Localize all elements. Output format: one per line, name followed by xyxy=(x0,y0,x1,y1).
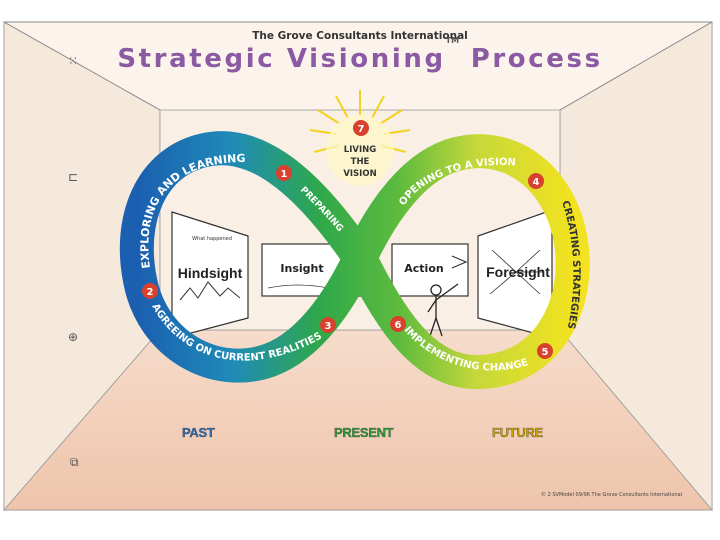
stage-marker-4: 4 xyxy=(528,173,544,189)
stage-number-7: 7 xyxy=(358,124,365,135)
action-label: Action xyxy=(404,262,443,275)
era-past: PAST xyxy=(182,425,215,440)
insight-label: Insight xyxy=(280,262,323,275)
stage-number-6: 6 xyxy=(395,320,402,331)
era-future: FUTURE xyxy=(492,425,543,440)
stage-marker-7: 7 xyxy=(353,120,369,136)
stage-number-5: 5 xyxy=(542,347,549,358)
stage-5-label: CREATING STRATEGIES xyxy=(559,199,581,329)
foresight-label: Foresight xyxy=(486,264,550,280)
stage-marker-3: 3 xyxy=(320,317,336,333)
era-present: PRESENT xyxy=(334,425,393,440)
stage-marker-1: 1 xyxy=(276,165,292,181)
svg-text:AGREEING ON CURRENT REALITIES: AGREEING ON CURRENT REALITIES xyxy=(149,302,323,364)
living-line-1: LIVING xyxy=(344,145,376,155)
stage-3-label: AGREEING ON CURRENT REALITIES xyxy=(149,302,323,364)
stage-marker-2: 2 xyxy=(142,283,158,299)
stage-number-4: 4 xyxy=(533,177,540,188)
stage-number-3: 3 xyxy=(325,321,332,332)
svg-text:OPENING TO A VISION: OPENING TO A VISION xyxy=(397,157,516,208)
copyright-note: © 2 SVModel 09/96 The Grove Consultants … xyxy=(541,492,682,498)
stage-number-2: 2 xyxy=(147,287,154,298)
stage-1-label: PREPARING xyxy=(298,185,345,234)
svg-text:PREPARING: PREPARING xyxy=(298,185,345,234)
stage-2-label: EXPLORING AND LEARNING xyxy=(138,152,245,269)
stage-4-label: OPENING TO A VISION xyxy=(397,157,516,208)
hindsight-note: What happened xyxy=(192,236,232,242)
svg-text:CREATING STRATEGIES: CREATING STRATEGIES xyxy=(559,199,581,329)
hindsight-label: Hindsight xyxy=(178,265,243,281)
living-line-2: THE xyxy=(351,157,370,167)
svg-text:EXPLORING AND LEARNING: EXPLORING AND LEARNING xyxy=(138,152,245,269)
stage-number-1: 1 xyxy=(281,169,288,180)
living-line-3: VISION xyxy=(343,169,376,179)
stage-6-label: IMPLEMENTING CHANGE xyxy=(402,325,530,374)
stage-marker-6: 6 xyxy=(390,316,406,332)
svg-text:IMPLEMENTING CHANGE: IMPLEMENTING CHANGE xyxy=(402,325,530,374)
stage-marker-5: 5 xyxy=(537,343,553,359)
